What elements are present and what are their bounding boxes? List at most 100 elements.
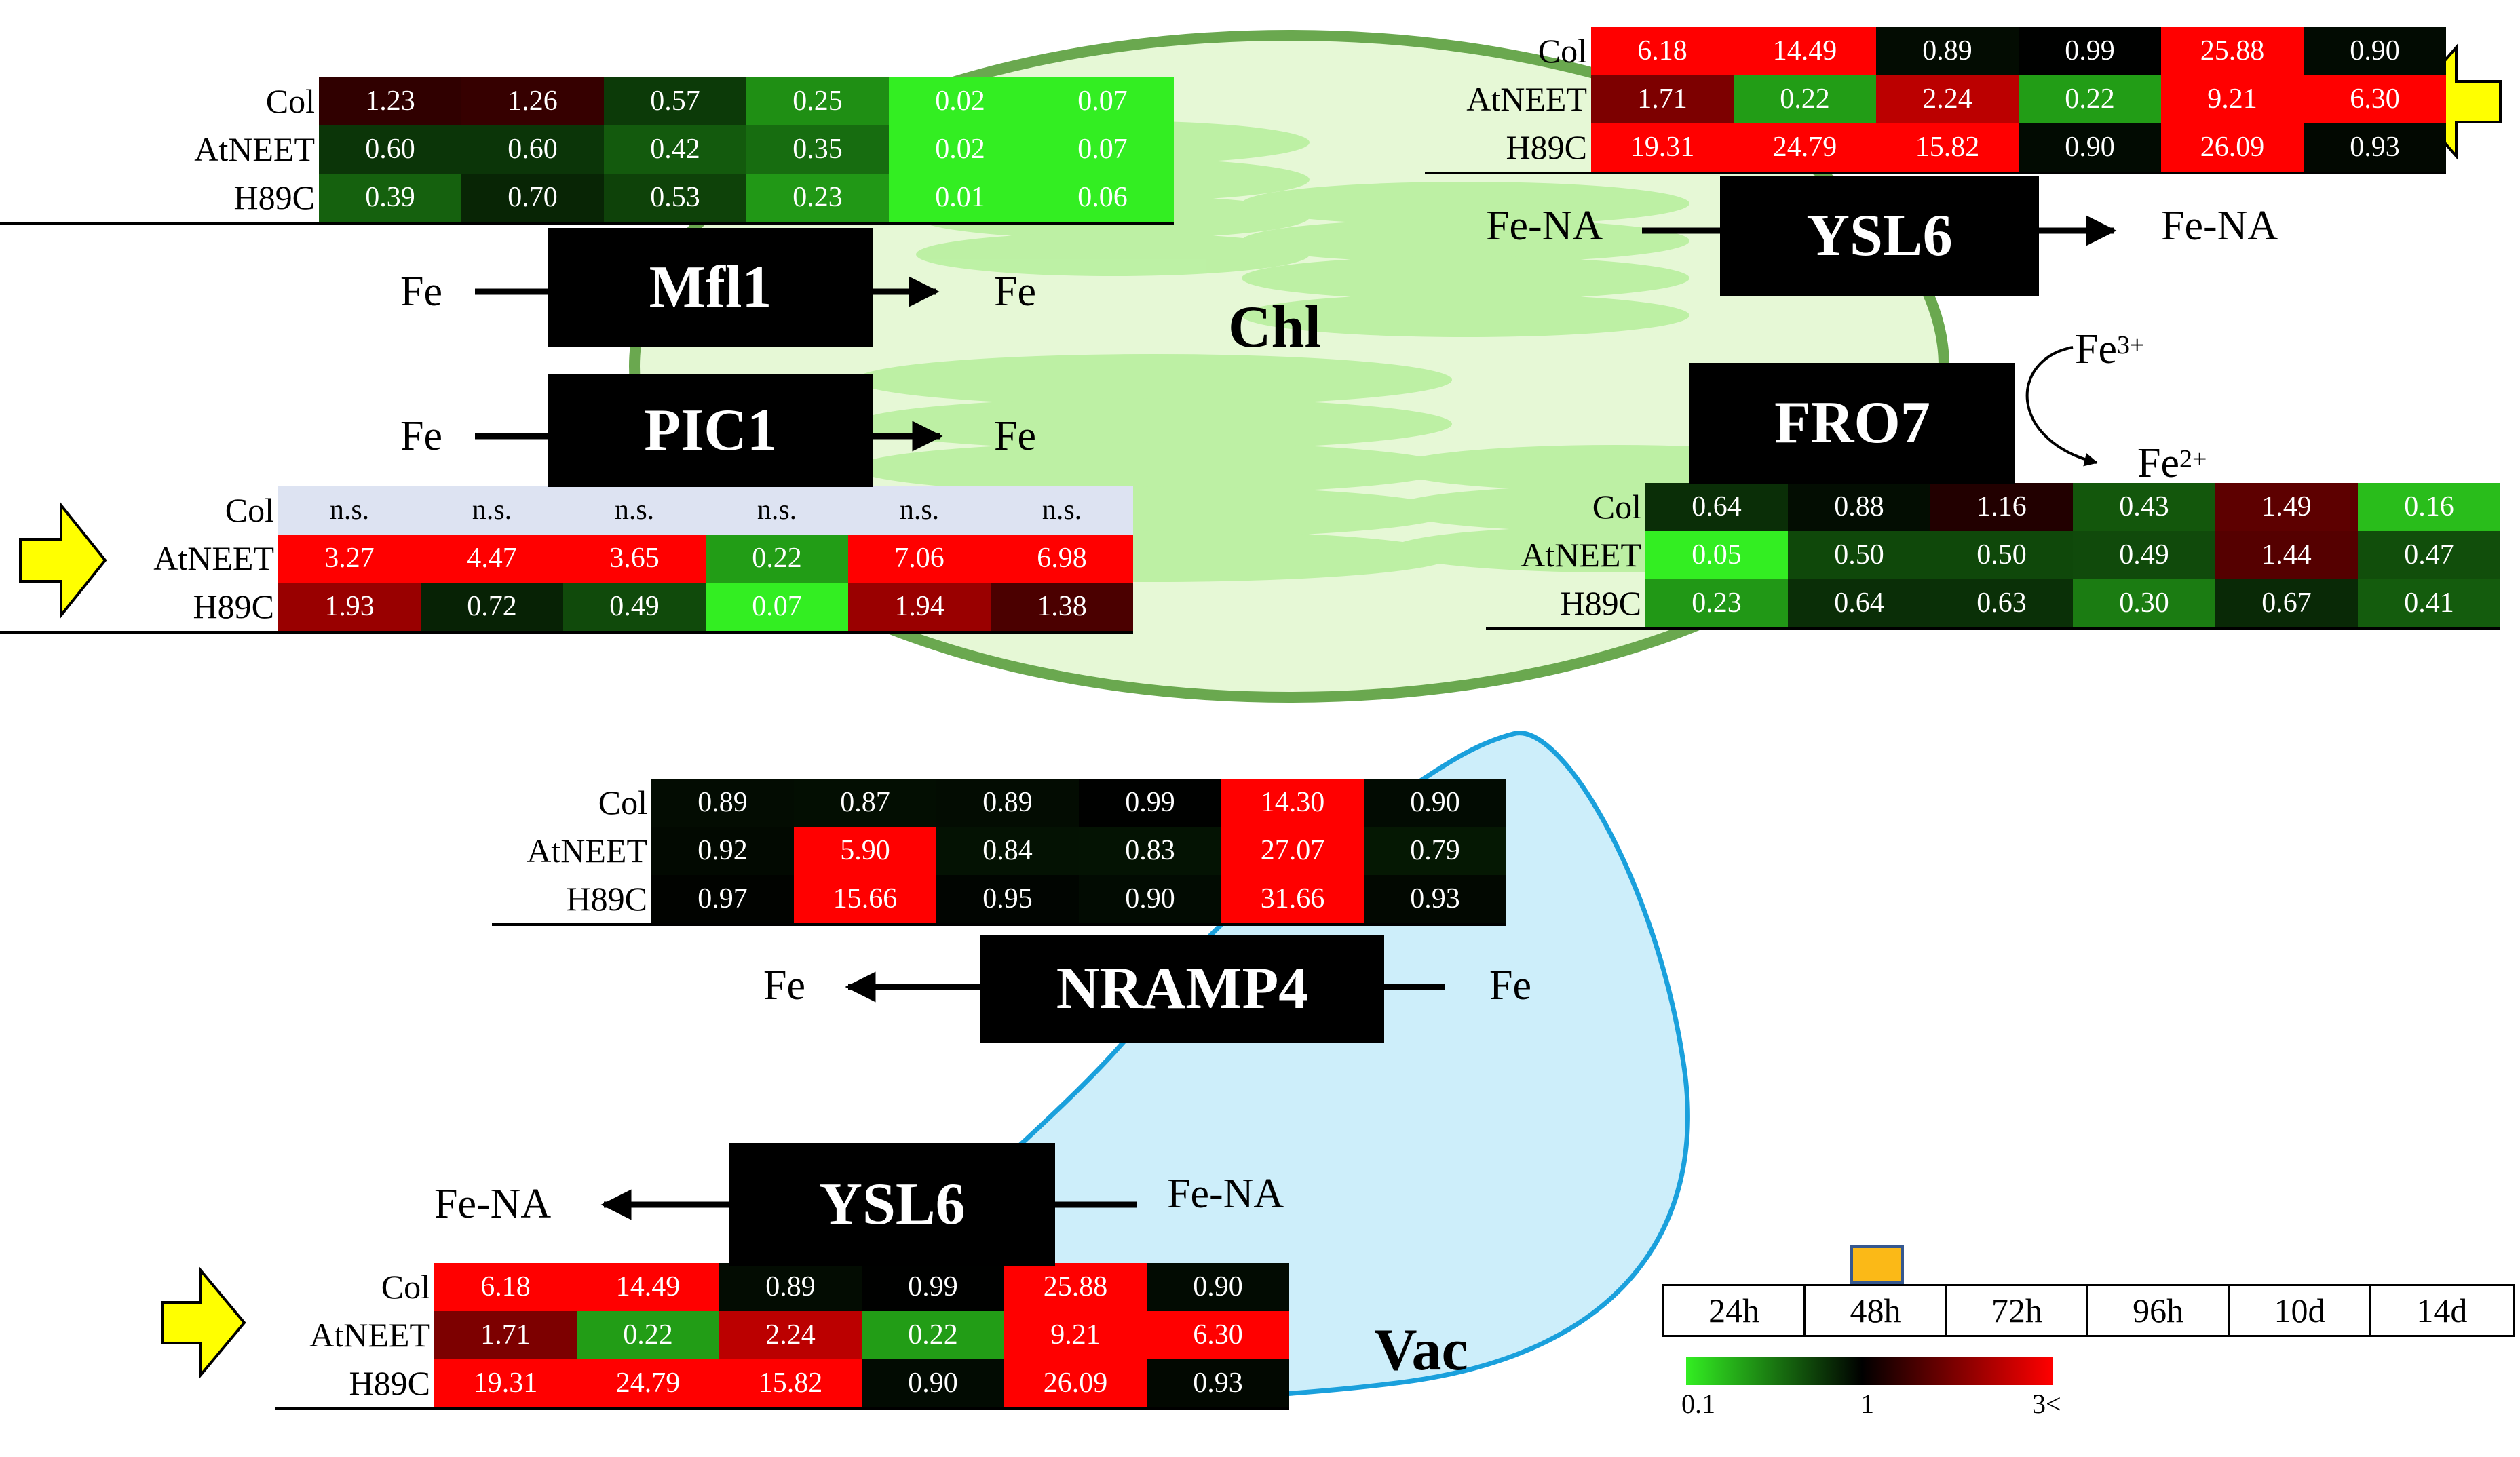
heatmap-cell: 0.47 [2358,531,2500,579]
row-label: Col [225,491,274,529]
transporter-mfl1: Mfl1 [548,228,873,347]
heatmap-cell: 0.23 [1645,579,1788,627]
heatmap-cell: 0.83 [1079,827,1221,875]
heatmap-cell: 0.90 [1079,875,1221,923]
row-label: H89C [349,1364,430,1402]
heatmap-cell: 0.63 [1930,579,2073,627]
heatmap-cell: 1.26 [461,77,604,125]
heatmap-cell: 14.49 [577,1263,719,1311]
heatmap-cell: 6.30 [2304,75,2446,123]
heatmap-cell: 3.65 [563,535,706,583]
ysl6-vac-fena-out: Fe-NA [434,1181,552,1227]
scale-max-label: 3< [2032,1388,2061,1419]
heatmap-cell: 0.93 [1147,1359,1289,1407]
heatmap-cell: 0.64 [1788,579,1930,627]
time-point-96h: 96h [2088,1286,2230,1335]
heatmap-cell: 1.23 [319,77,461,125]
heatmap-cell: 0.93 [1364,875,1506,923]
heatmap-cell: 24.79 [1734,123,1876,172]
heatmap-cell: 0.49 [2073,531,2215,579]
heatmap-cell: 0.35 [746,125,889,174]
heatmap-cell: 25.88 [2161,27,2304,75]
heatmap-cell: 1.38 [991,583,1133,631]
heatmap-cell: 0.99 [1079,779,1221,827]
heatmap-cell: 0.22 [2019,75,2161,123]
transporter-fro7: FRO7 [1689,363,2015,484]
heatmap-cell: 0.60 [319,125,461,174]
heatmap-cell: 0.89 [719,1263,862,1311]
transporter-nramp4: NRAMP4 [980,935,1384,1043]
row-label: H89C [1506,128,1587,166]
heatmap-cell: 1.93 [278,583,421,631]
row-label: AtNEET [1466,80,1587,118]
heatmap-cell: 15.66 [794,875,936,923]
ysl6-chl-fena-in: Fe-NA [1486,203,1603,249]
heatmap-cell: n.s. [848,486,991,535]
heatmap-cell: 27.07 [1221,827,1364,875]
row-label: Col [381,1268,430,1306]
heatmap-cell: 0.30 [2073,579,2215,627]
time-point-72h: 72h [1947,1286,2088,1335]
heatmap-cell: 2.24 [719,1311,862,1359]
heatmap-cell: 0.92 [651,827,794,875]
heatmap-cell: 0.90 [1364,779,1506,827]
heatmap-cell: 14.49 [1734,27,1876,75]
heatmap-baseline [0,631,1133,634]
heatmap-cell: 0.89 [1876,27,2019,75]
heatmap-cell: 6.98 [991,535,1133,583]
highlight-arrow-right-ysl6-vac [161,1266,246,1380]
heatmap-cell: 4.47 [421,535,563,583]
heatmap-cell: 0.88 [1788,483,1930,531]
heatmap-cell: 0.95 [936,875,1079,923]
row-label: Col [265,82,315,120]
transporter-pic1: PIC1 [548,374,873,487]
heatmap-cell: 0.53 [604,174,746,222]
heatmap-cell: 0.64 [1645,483,1788,531]
row-label: Col [1592,488,1641,526]
heatmap-cell: 0.01 [889,174,1031,222]
vacuole-label: Vac [1374,1317,1468,1383]
heatmap-cell: 6.18 [1591,27,1734,75]
heatmap-cell: 0.87 [794,779,936,827]
fro7-fe3: Fe3+ [2075,326,2145,372]
heatmap-cell: 1.44 [2215,531,2358,579]
heatmap-cell: 0.89 [651,779,794,827]
heatmap-cell: 15.82 [719,1359,862,1407]
heatmap-cell: 0.70 [461,174,604,222]
heatmap-cell: 24.79 [577,1359,719,1407]
heatmap-cell: 0.23 [746,174,889,222]
heatmap-baseline [1486,627,2500,630]
ysl6-vac-fena-in: Fe-NA [1167,1171,1284,1217]
heatmap-cell: 0.99 [2019,27,2161,75]
row-label: AtNEET [309,1316,430,1354]
heatmap-cell: 2.24 [1876,75,2019,123]
heatmap-cell: 15.82 [1876,123,2019,172]
nramp4-fe-in: Fe [1489,963,1531,1009]
pic1-fe-in: Fe [400,413,442,459]
mfl1-fe-in: Fe [400,269,442,315]
heatmap-cell: 0.93 [2304,123,2446,172]
heatmap-baseline [1425,172,2446,174]
pic1-fe-out: Fe [994,413,1036,459]
ysl6-chl-fena-out: Fe-NA [2161,203,2278,249]
heatmap-cell: n.s. [991,486,1133,535]
heatmap-cell: 1.94 [848,583,991,631]
nramp4-fe-out: Fe [763,963,805,1009]
heatmap-cell: 6.18 [434,1263,577,1311]
heatmap-cell: 0.25 [746,77,889,125]
row-label: H89C [566,880,647,918]
row-label: AtNEET [527,832,647,870]
row-label: H89C [193,587,274,625]
heatmap-cell: 6.30 [1147,1311,1289,1359]
heatmap-cell: 7.06 [848,535,991,583]
heatmap-cell: 0.07 [706,583,848,631]
time-point-24h: 24h [1664,1286,1806,1335]
heatmap-cell: 0.07 [1031,125,1174,174]
heatmap-cell: 0.90 [862,1359,1004,1407]
heatmap-cell: n.s. [278,486,421,535]
heatmap-cell: 19.31 [434,1359,577,1407]
heatmap-cell: 0.22 [862,1311,1004,1359]
heatmap-cell: 14.30 [1221,779,1364,827]
